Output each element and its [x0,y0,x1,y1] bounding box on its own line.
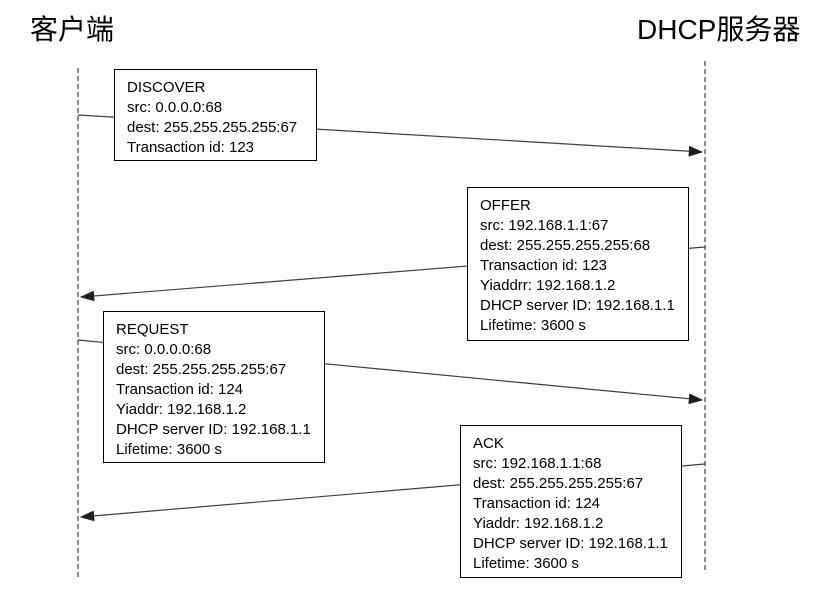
message-field-server-id: DHCP server ID: 192.168.1.1 [116,421,311,438]
message-title: REQUEST [116,321,189,338]
message-title: OFFER [480,197,531,214]
message-field-transaction-id: Transaction id: 123 [480,257,608,274]
actor-server-label: DHCP服务器 [637,14,801,45]
message-field-lifetime: Lifetime: 3600 s [480,317,586,334]
request-message-box: REQUEST src: 0.0.0.0:68 dest: 255.255.25… [103,311,325,463]
message-title: ACK [473,435,504,452]
message-field-yiaddr: Yiaddr: 192.168.1.2 [473,515,604,532]
message-field-transaction-id: Transaction id: 123 [127,139,255,156]
message-title: DISCOVER [127,79,206,96]
message-field-dest: dest: 255.255.255.255:67 [116,361,287,378]
discover-message-box: DISCOVER src: 0.0.0.0:68 dest: 255.255.2… [114,69,317,161]
message-field-yiaddr: Yiaddrr: 192.168.1.2 [480,277,616,294]
message-field-server-id: DHCP server ID: 192.168.1.1 [473,535,668,552]
message-field-dest: dest: 255.255.255.255:68 [480,237,651,254]
message-field-dest: dest: 255.255.255.255:67 [127,119,298,136]
ack-message-box: ACK src: 192.168.1.1:68 dest: 255.255.25… [460,425,682,578]
message-field-transaction-id: Transaction id: 124 [116,381,244,398]
message-field-lifetime: Lifetime: 3600 s [473,555,579,572]
message-field-yiaddr: Yiaddr: 192.168.1.2 [116,401,247,418]
message-field-dest: dest: 255.255.255.255:67 [473,475,644,492]
message-field-server-id: DHCP server ID: 192.168.1.1 [480,297,675,314]
message-field-src: src: 0.0.0.0:68 [127,99,223,116]
actor-client-label: 客户端 [30,14,115,45]
offer-message-box: OFFER src: 192.168.1.1:67 dest: 255.255.… [467,187,689,341]
message-field-src: src: 0.0.0.0:68 [116,341,212,358]
message-field-lifetime: Lifetime: 3600 s [116,441,222,458]
message-field-src: src: 192.168.1.1:68 [473,455,602,472]
message-field-transaction-id: Transaction id: 124 [473,495,601,512]
message-field-src: src: 192.168.1.1:67 [480,217,609,234]
